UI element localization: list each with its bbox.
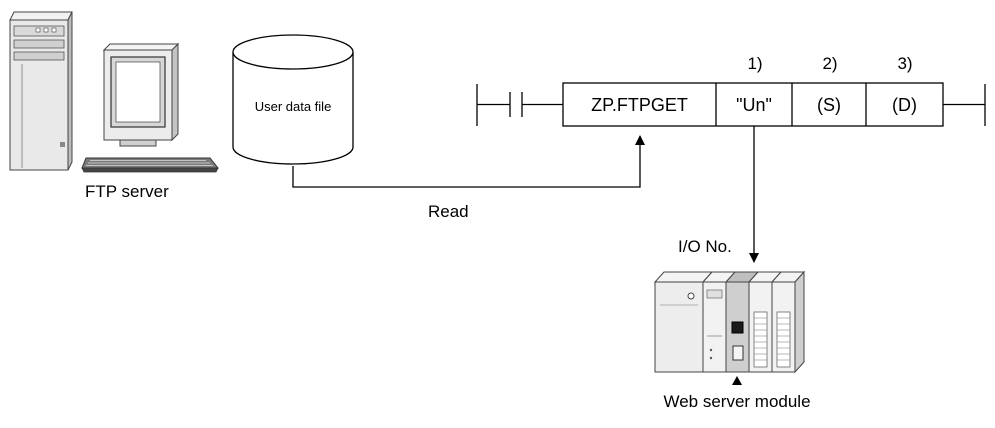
operand-s: (S) <box>817 95 841 115</box>
operand-number-1: 1) <box>747 54 762 73</box>
user-data-file-label: User data file <box>255 99 332 114</box>
module-pointer-icon <box>732 376 742 385</box>
user-data-file-icon <box>232 34 354 165</box>
operand-un: "Un" <box>736 95 772 115</box>
read-label: Read <box>428 202 469 221</box>
ladder-rung <box>476 84 986 126</box>
ftp-server-label: FTP server <box>85 182 169 201</box>
io-number-label: I/O No. <box>678 237 732 256</box>
instruction-name: ZP.FTPGET <box>591 95 688 115</box>
operand-number-2: 2) <box>822 54 837 73</box>
web-server-module-label: Web server module <box>663 392 810 411</box>
read-arrow <box>292 135 645 188</box>
operand-d: (D) <box>892 95 917 115</box>
ftp-server-computer-icon <box>9 11 220 173</box>
operand-number-3: 3) <box>897 54 912 73</box>
instruction-box <box>562 82 944 127</box>
plc-rack-icon <box>653 270 806 374</box>
